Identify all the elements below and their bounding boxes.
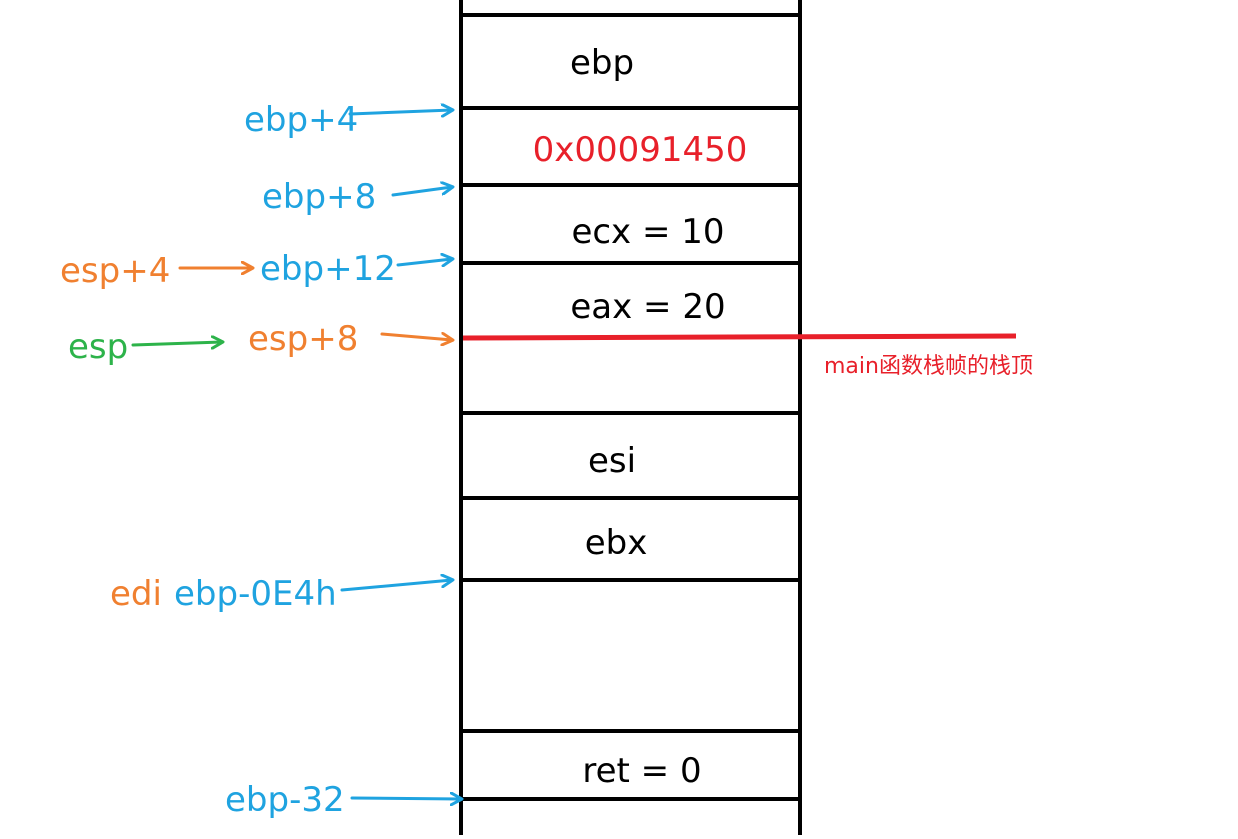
arrow-icon <box>380 334 452 340</box>
arrow-icon <box>348 110 452 114</box>
label-ebp-plus-8: ebp+8 <box>262 177 376 217</box>
pointer-arrows <box>131 110 461 799</box>
stack-column <box>459 0 802 835</box>
cell-ecx: ecx = 10 <box>571 212 724 252</box>
cell-esi: esi <box>588 441 636 481</box>
label-ebp-minus-0e4h: ebp-0E4h <box>174 574 337 614</box>
main-frame-top-line <box>462 333 1017 341</box>
label-esp: esp <box>68 327 128 367</box>
cell-eax: eax = 20 <box>570 287 725 327</box>
arrow-icon <box>340 580 452 592</box>
label-esp-plus-4: esp+4 <box>60 251 170 291</box>
cell-ret: ret = 0 <box>582 751 701 791</box>
stack-cells: ebp 0x00091450 ecx = 10 eax = 20 esi ebx… <box>533 43 748 791</box>
arrow-icon <box>350 798 461 799</box>
cell-ebp: ebp <box>570 43 634 83</box>
main-frame-top-annotation: main函数栈帧的栈顶 <box>824 354 1033 379</box>
pointer-labels: ebp+4 ebp+8 esp+4 ebp+12 esp esp+8 edi e… <box>60 100 396 820</box>
label-ebp-plus-12: ebp+12 <box>260 249 396 289</box>
arrow-icon <box>391 187 452 197</box>
cell-return-address: 0x00091450 <box>533 130 748 170</box>
label-edi: edi <box>110 574 162 614</box>
label-ebp-plus-4: ebp+4 <box>244 100 358 140</box>
arrow-icon <box>131 342 222 345</box>
cell-ebx: ebx <box>585 523 648 563</box>
arrow-icon <box>396 259 452 265</box>
label-ebp-minus-32: ebp-32 <box>225 780 345 820</box>
label-esp-plus-8: esp+8 <box>248 319 358 359</box>
